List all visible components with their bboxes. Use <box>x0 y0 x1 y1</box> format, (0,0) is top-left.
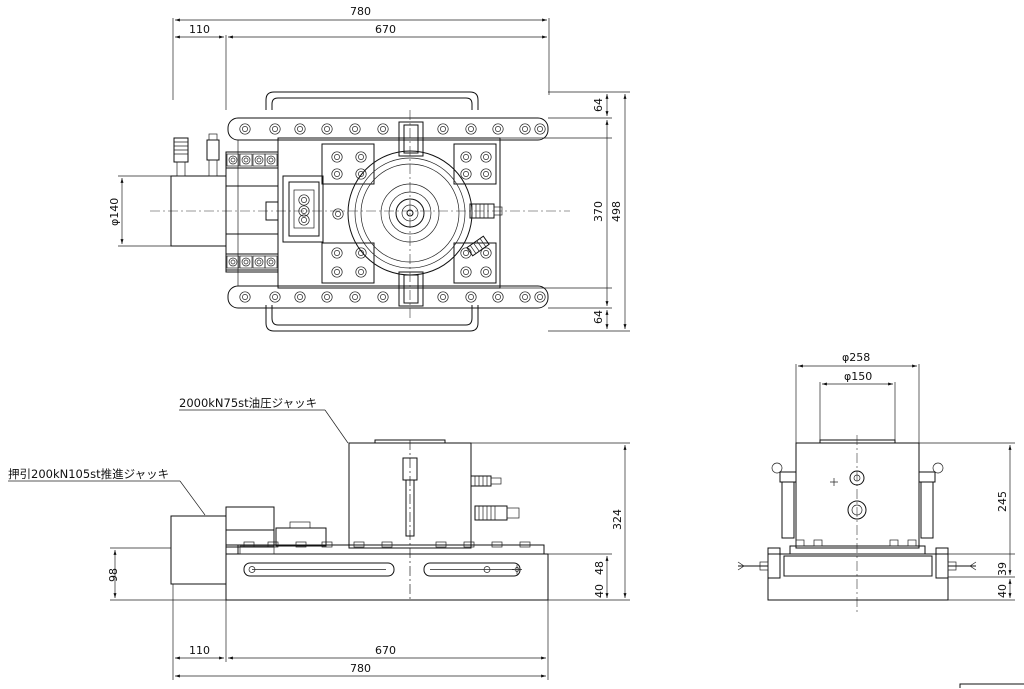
dim-110-bottom: 110 <box>189 644 210 657</box>
dim-780-top: 780 <box>350 5 371 18</box>
dim-40-front: 40 <box>593 584 606 598</box>
dim-670-bottom: 670 <box>375 644 396 657</box>
dim-48: 48 <box>593 561 606 575</box>
dim-phi258: φ258 <box>842 351 870 364</box>
dim-phi140: φ140 <box>108 198 121 226</box>
rail-bolts-bottom <box>239 291 546 303</box>
dim-98: 98 <box>107 568 120 582</box>
top-view: 780 110 670 <box>108 5 630 332</box>
dim-39: 39 <box>996 562 1009 576</box>
dim-670-top: 670 <box>375 23 396 36</box>
dim-110-top: 110 <box>189 23 210 36</box>
dim-64-top: 64 <box>592 98 605 112</box>
dim-498: 498 <box>610 201 623 222</box>
dim-324: 324 <box>611 509 624 530</box>
front-view: 2000kN75st油圧ジャッキ 押引200kN105st推進ジャッキ <box>8 396 630 680</box>
dim-64-bottom: 64 <box>592 310 605 324</box>
dim-370: 370 <box>592 201 605 222</box>
rail-bolts-top <box>239 123 546 135</box>
dim-245: 245 <box>996 491 1009 512</box>
label-main-jack: 2000kN75st油圧ジャッキ <box>179 396 317 410</box>
dim-40-side: 40 <box>996 584 1009 598</box>
dim-780-bottom: 780 <box>350 662 371 675</box>
label-push-jack: 押引200kN105st推進ジャッキ <box>8 467 169 481</box>
dim-phi150: φ150 <box>844 370 872 383</box>
side-view: φ258 φ150 <box>737 351 1024 688</box>
